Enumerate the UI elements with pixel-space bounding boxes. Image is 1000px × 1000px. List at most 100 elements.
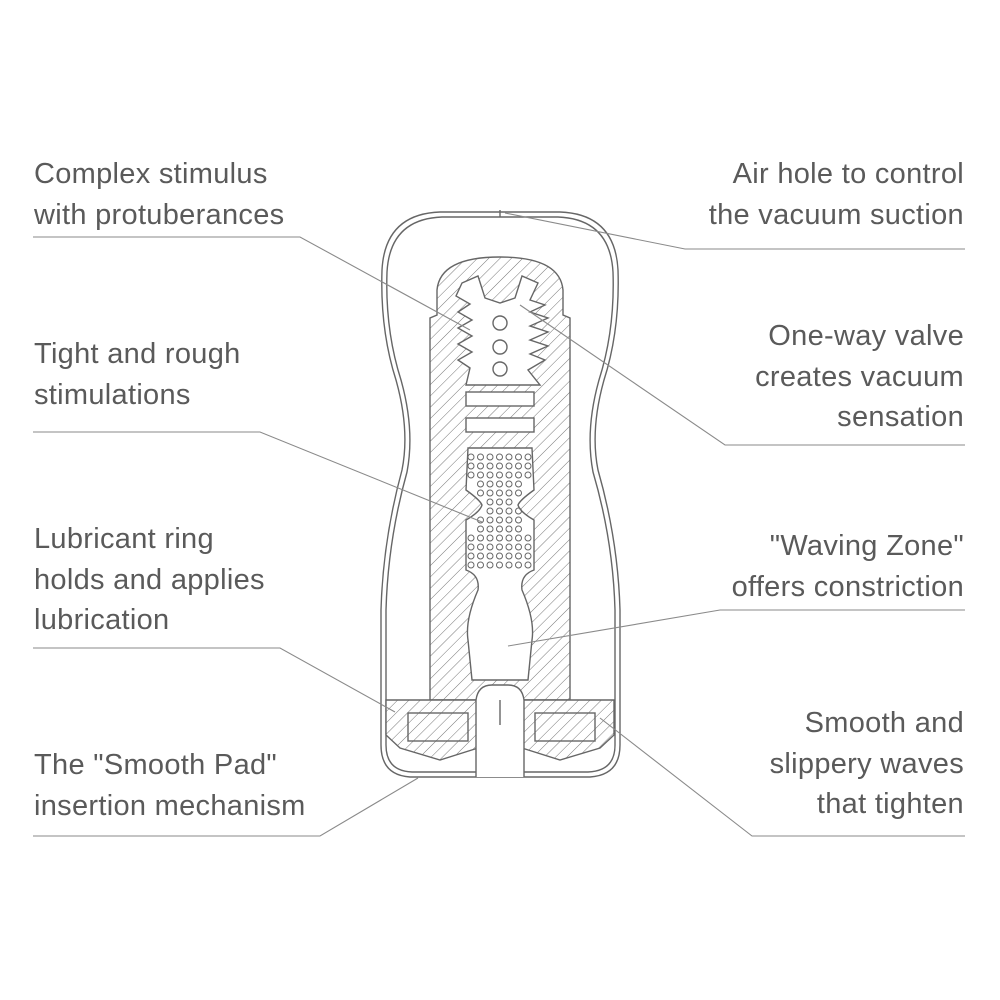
protuberance-dot — [505, 471, 513, 479]
protuberance-dot — [467, 543, 475, 551]
protuberance-dot — [496, 471, 503, 479]
protuberance-dot — [505, 543, 513, 551]
leader-smooth-pad — [33, 777, 419, 837]
protuberance-dot — [524, 552, 532, 560]
inner-cavity — [455, 275, 550, 386]
protuberance-dot — [467, 453, 475, 461]
label-line: Complex stimulus — [34, 158, 268, 190]
label-waving-zone: "Waving Zone" offers constriction — [732, 526, 964, 607]
protuberance-dot — [505, 516, 513, 524]
protuberance-dot — [486, 498, 494, 506]
protuberance-dot — [496, 462, 503, 470]
label-complex-stimulus: Complex stimulus with protuberances — [34, 154, 284, 235]
label-tight-rough: Tight and rough stimulations — [34, 334, 241, 415]
label-line: holds and applies — [34, 563, 265, 596]
protuberance-dot — [477, 525, 484, 533]
protuberance-dot — [524, 543, 532, 551]
label-line: One-way valve — [768, 320, 964, 352]
protuberance-dot — [515, 552, 522, 560]
leader-smooth-slippery — [599, 717, 965, 837]
protuberance-dot — [505, 507, 513, 515]
label-line: that tighten — [816, 788, 964, 820]
protuberance-dot — [515, 534, 522, 542]
leader-waving-zone — [507, 609, 965, 647]
protuberance-dot — [524, 462, 532, 470]
protuberance-dot — [496, 543, 503, 551]
leader-complex-stimulus — [33, 236, 471, 331]
protuberance-dot — [467, 471, 475, 479]
protuberance-dot — [496, 561, 503, 569]
outer-cup — [380, 211, 621, 778]
protuberance-dot — [505, 552, 513, 560]
label-line: Lubricant ring — [34, 523, 214, 555]
protuberance-dot — [477, 471, 484, 479]
protuberance-dot — [477, 552, 484, 560]
label-line: sensation — [837, 401, 964, 433]
lubricant-ring-right — [534, 712, 596, 742]
protuberance-dot — [505, 453, 513, 461]
leader-tight-rough — [33, 431, 483, 523]
protuberance-dot — [486, 534, 494, 542]
protuberance-dot — [505, 480, 513, 488]
protuberance-dot — [467, 462, 475, 470]
label-line: the vacuum suction — [708, 198, 964, 231]
protuberance-dot — [515, 453, 522, 461]
protuberance-dot — [515, 516, 522, 524]
protuberance-dot — [486, 507, 494, 515]
label-line: offers constriction — [731, 570, 964, 603]
protuberance-dot — [515, 462, 522, 470]
protuberance-dot — [505, 525, 513, 533]
label-line: Tight and rough — [34, 338, 241, 370]
protuberance-dot — [505, 561, 513, 569]
protuberance-dot — [496, 516, 503, 524]
protuberance-dot — [524, 561, 532, 569]
leader-lines — [33, 212, 965, 837]
protuberance-dot — [515, 543, 522, 551]
label-line: Smooth and — [804, 707, 964, 739]
protuberance-dot — [467, 534, 475, 542]
protuberance-dot — [515, 561, 522, 569]
leader-lubricant-ring — [33, 647, 396, 713]
protuberance-dot — [515, 507, 522, 515]
protuberance-dot — [486, 561, 494, 569]
protuberance-dot — [505, 489, 513, 497]
center-plug — [475, 684, 525, 777]
protuberance-dot — [524, 453, 532, 461]
protuberance-dot — [486, 453, 494, 461]
protuberance-dot — [496, 525, 503, 533]
label-line: stimulations — [34, 378, 191, 411]
protuberance-dot — [505, 498, 513, 506]
protuberance-dots — [467, 453, 532, 569]
label-line: lubrication — [34, 604, 170, 636]
protuberance-dot — [477, 561, 484, 569]
protuberance-dot — [486, 471, 494, 479]
lubricant-ring-left — [407, 712, 469, 742]
protuberance-dot — [496, 498, 503, 506]
label-line: The "Smooth Pad" — [34, 749, 278, 781]
label-lubricant-ring: Lubricant ring holds and applies lubrica… — [34, 519, 265, 641]
leader-air-hole — [504, 212, 965, 250]
protuberance-dot — [496, 489, 503, 497]
protuberance-dot — [477, 489, 484, 497]
label-line: slippery waves — [769, 747, 964, 780]
protuberance-dot — [477, 534, 484, 542]
label-smooth-slippery: Smooth and slippery waves that tighten — [770, 703, 964, 825]
protuberance-dot — [486, 462, 494, 470]
label-smooth-pad: The "Smooth Pad" insertion mechanism — [34, 745, 306, 826]
label-line: "Waving Zone" — [769, 530, 964, 562]
protuberance-dot — [515, 471, 522, 479]
label-air-hole: Air hole to control the vacuum suction — [709, 154, 964, 235]
protuberance-dot — [486, 543, 494, 551]
protuberance-dot — [477, 462, 484, 470]
label-one-way-valve: One-way valve creates vacuum sensation — [755, 316, 964, 438]
protuberance-dot — [477, 480, 484, 488]
label-line: Air hole to control — [732, 158, 964, 190]
protuberance-dot — [496, 552, 503, 560]
protuberance-dot — [486, 480, 494, 488]
protuberance-dot — [467, 561, 475, 569]
protuberance-dot — [524, 534, 532, 542]
protuberance-dot — [496, 480, 503, 488]
protuberance-dot — [477, 543, 484, 551]
protuberance-dot — [496, 507, 503, 515]
